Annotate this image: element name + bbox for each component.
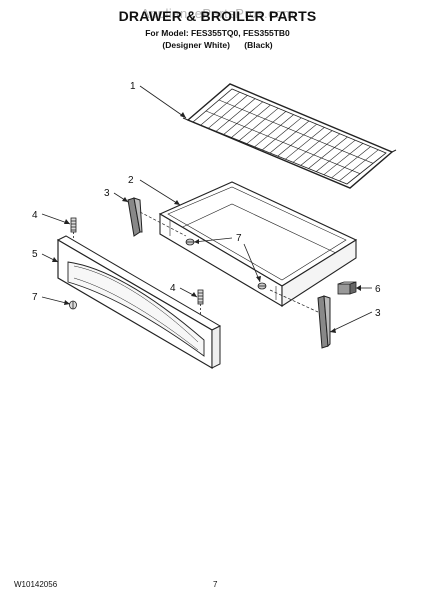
leader-4b-arrow: [191, 292, 197, 297]
screw-lower: [197, 289, 204, 318]
rack-wire: [300, 133, 340, 166]
slide-bracket-right: [317, 295, 331, 349]
rack-wire: [231, 104, 271, 138]
callout-1: 1: [130, 81, 136, 92]
rack-wire: [277, 123, 317, 157]
leader-3b: [329, 311, 373, 333]
leader-7b-right-arrow: [256, 276, 261, 282]
rack-wire: [208, 95, 248, 129]
rack-wire: [200, 91, 240, 126]
rack-wire: [285, 127, 325, 160]
assembly-line-left: [139, 211, 187, 237]
rack-cross-wire: [218, 99, 374, 164]
model-line: For Model: FES355TQ0, FES355TB0: [145, 28, 290, 38]
leader-6-arrow: [356, 285, 361, 291]
rack-wire: [246, 111, 287, 144]
leader-3a-arrow: [122, 197, 128, 202]
leader-7b-left: [193, 237, 233, 243]
leader-2: [139, 179, 181, 206]
callout-3-right: 3: [375, 308, 381, 319]
assembly-line-right: [269, 289, 319, 313]
leader-1: [139, 85, 187, 119]
callout-4-upper: 4: [32, 210, 38, 221]
leader-2-arrow: [174, 200, 180, 205]
page-title: DRAWER & BROILER PARTS: [118, 8, 317, 24]
variant-black: (Black): [244, 40, 273, 50]
page-number: 7: [213, 580, 218, 589]
rack-wire: [339, 149, 379, 182]
rack-wire: [254, 114, 294, 148]
leader-1-arrow: [180, 112, 186, 118]
callout-7-panel: 7: [32, 292, 38, 303]
screw-7-panel: [69, 300, 77, 310]
leader-5-arrow: [52, 257, 58, 262]
leader-4a-arrow: [64, 219, 70, 224]
rack-wire: [239, 107, 279, 141]
callout-5: 5: [32, 249, 38, 260]
rack-wire: [262, 117, 302, 151]
watermark: AppliancePartsPros.com: [140, 6, 295, 21]
rack-wire: [223, 101, 263, 135]
rack-wire: [316, 139, 356, 172]
slide-bracket-left: [127, 197, 143, 237]
leader-3b-arrow: [330, 328, 336, 333]
oven-rack: [182, 83, 397, 189]
leader-7a-arrow: [64, 300, 70, 305]
leader-7b-left-arrow: [194, 239, 199, 244]
rack-wire: [323, 143, 364, 175]
rack-wire: [292, 130, 333, 163]
callout-3-left: 3: [104, 188, 110, 199]
callout-4-lower: 4: [170, 283, 176, 294]
screw-7-drawer-left: [185, 238, 195, 246]
callout-7-drawer: 7: [236, 233, 242, 244]
document-number: W10142056: [14, 580, 58, 589]
broiler-drawer: [158, 181, 358, 308]
drawer-front-panel: [56, 235, 222, 370]
rack-wire: [308, 136, 348, 169]
rack-cross-wire: [205, 110, 361, 174]
callout-2: 2: [128, 175, 134, 186]
screw-7-drawer-right: [257, 282, 267, 290]
variant-white: (Designer White): [162, 40, 230, 50]
callout-6: 6: [375, 284, 381, 295]
rack-wire: [331, 146, 371, 179]
leader-7b-right: [243, 243, 261, 283]
rack-wire: [269, 120, 310, 154]
rack-wire: [215, 98, 256, 132]
drawer-stop-clip: [337, 281, 357, 295]
model-variants: (Designer White) (Black): [0, 40, 435, 50]
